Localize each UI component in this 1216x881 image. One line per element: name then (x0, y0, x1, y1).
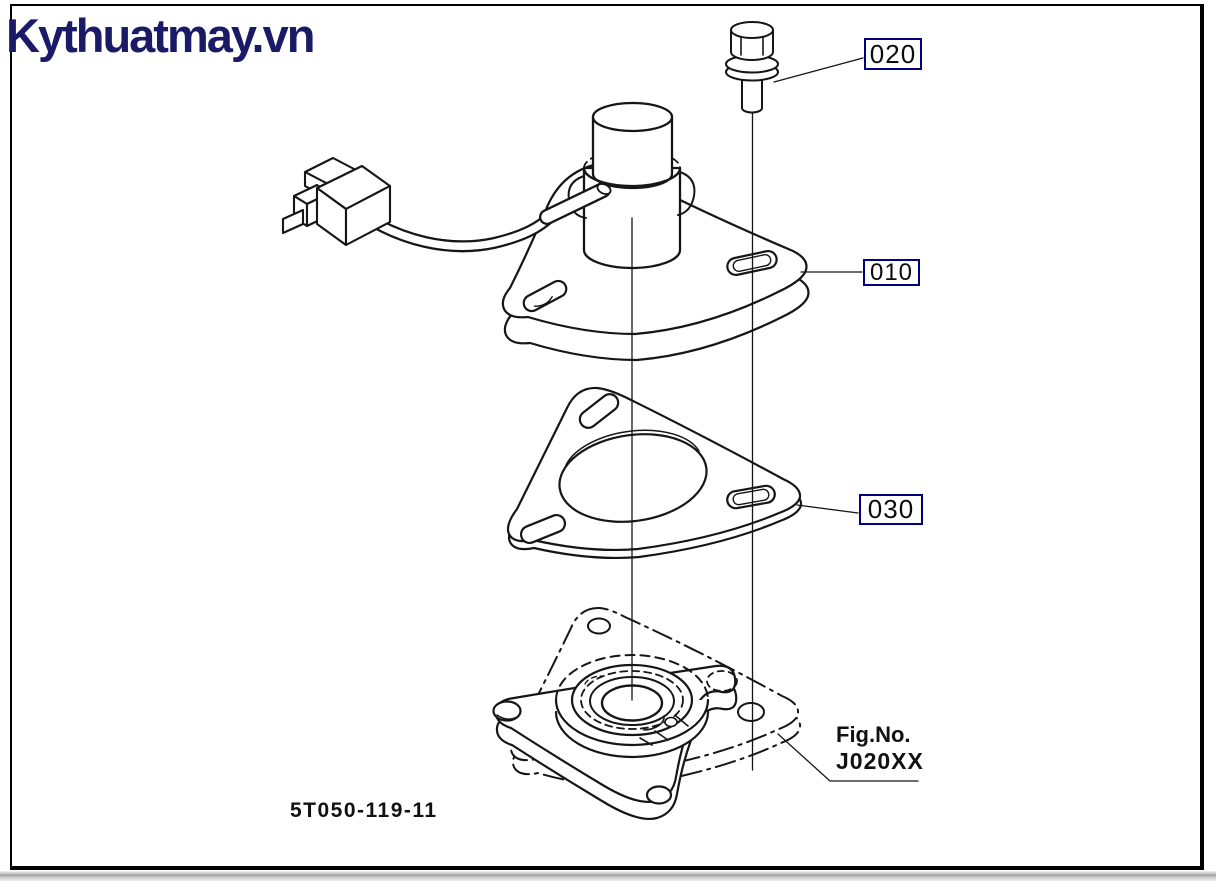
callout-leader-lines (773, 57, 919, 782)
callout-010[interactable]: 010 (863, 259, 920, 286)
figure-number-label: Fig.No. (836, 722, 911, 747)
drawing-code: 5T050-119-11 (290, 799, 438, 822)
solenoid-wire-drawing (346, 182, 612, 253)
part-020-bolt-drawing (725, 21, 779, 114)
assembly-axis-lines (631, 113, 754, 771)
part-030-gasket-drawing (506, 386, 803, 560)
site-logo: Kythuatmay.vn (6, 9, 315, 62)
figure-number-value: J020XX (836, 747, 924, 774)
callout-030[interactable]: 030 (859, 494, 923, 525)
horizontal-scrollbar-strip[interactable] (0, 871, 1216, 881)
figure-number-block: Fig.No. J020XX (836, 722, 924, 775)
part-010-solenoid-drawing (281, 101, 810, 362)
callout-020[interactable]: 020 (864, 38, 922, 70)
wire-connector-drawing (281, 156, 392, 247)
reference-housing-drawing (492, 606, 802, 820)
